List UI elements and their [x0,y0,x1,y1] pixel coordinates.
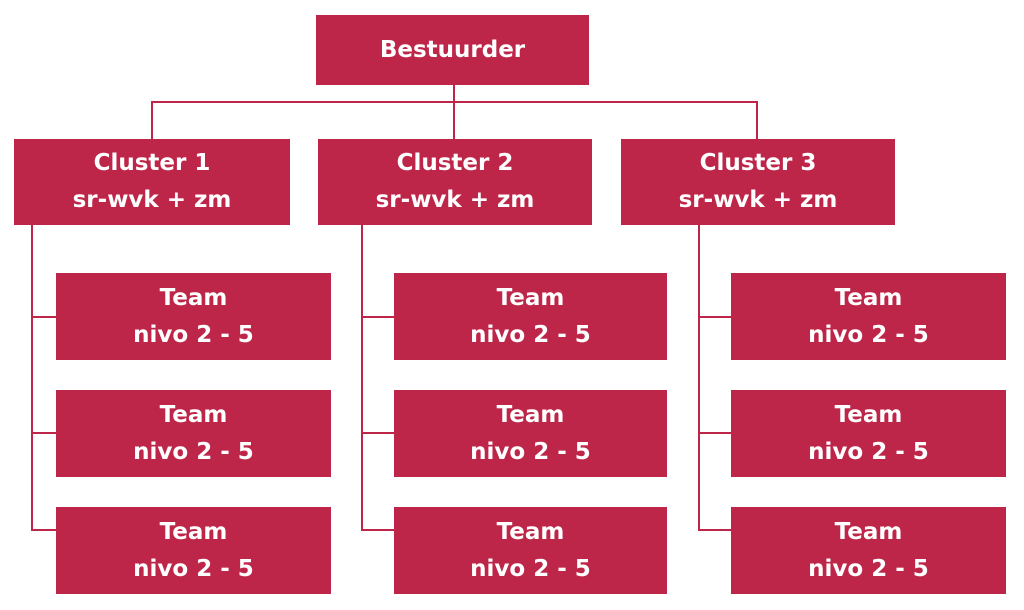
cluster-1-trunk-line [31,225,33,530]
team-box: Team nivo 2 - 5 [731,507,1006,594]
cluster-2-trunk-line [361,225,363,530]
team-title: Team [834,518,903,545]
team-box: Team nivo 2 - 5 [731,390,1006,477]
team-subtitle: nivo 2 - 5 [133,555,254,582]
cluster-1-drop-line [151,101,153,139]
team-branch-line [361,432,394,434]
team-box: Team nivo 2 - 5 [394,390,667,477]
cluster-box-3: Cluster 3 sr-wvk + zm [621,139,895,225]
team-subtitle: nivo 2 - 5 [808,555,929,582]
team-title: Team [496,518,565,545]
team-subtitle: nivo 2 - 5 [133,321,254,348]
team-branch-line [698,529,731,531]
root-connector [453,85,455,102]
team-branch-line [31,316,56,318]
cluster-3-drop-line [756,101,758,139]
team-title: Team [159,401,228,428]
team-subtitle: nivo 2 - 5 [470,321,591,348]
cluster-box-1: Cluster 1 sr-wvk + zm [14,139,290,225]
team-box: Team nivo 2 - 5 [731,273,1006,360]
cluster-title: Cluster 1 [93,150,211,176]
cluster-title: Cluster 2 [396,150,514,176]
team-title: Team [834,284,903,311]
team-branch-line [698,432,731,434]
team-branch-line [361,529,394,531]
root-box: Bestuurder [316,15,589,85]
cluster-box-2: Cluster 2 sr-wvk + zm [318,139,592,225]
team-title: Team [159,284,228,311]
cluster-subtitle: sr-wvk + zm [375,187,535,213]
team-branch-line [361,316,394,318]
team-box: Team nivo 2 - 5 [56,507,331,594]
cluster-subtitle: sr-wvk + zm [678,187,838,213]
cluster-2-drop-line [453,101,455,139]
team-subtitle: nivo 2 - 5 [470,555,591,582]
team-title: Team [496,401,565,428]
team-subtitle: nivo 2 - 5 [470,438,591,465]
team-title: Team [834,401,903,428]
team-subtitle: nivo 2 - 5 [133,438,254,465]
team-subtitle: nivo 2 - 5 [808,438,929,465]
team-box: Team nivo 2 - 5 [394,273,667,360]
team-branch-line [698,316,731,318]
team-title: Team [496,284,565,311]
team-branch-line [31,529,56,531]
team-branch-line [31,432,56,434]
cluster-3-trunk-line [698,225,700,530]
cluster-subtitle: sr-wvk + zm [72,187,232,213]
root-label: Bestuurder [379,36,526,63]
team-subtitle: nivo 2 - 5 [808,321,929,348]
team-title: Team [159,518,228,545]
team-box: Team nivo 2 - 5 [56,273,331,360]
team-box: Team nivo 2 - 5 [394,507,667,594]
cluster-title: Cluster 3 [699,150,817,176]
team-box: Team nivo 2 - 5 [56,390,331,477]
